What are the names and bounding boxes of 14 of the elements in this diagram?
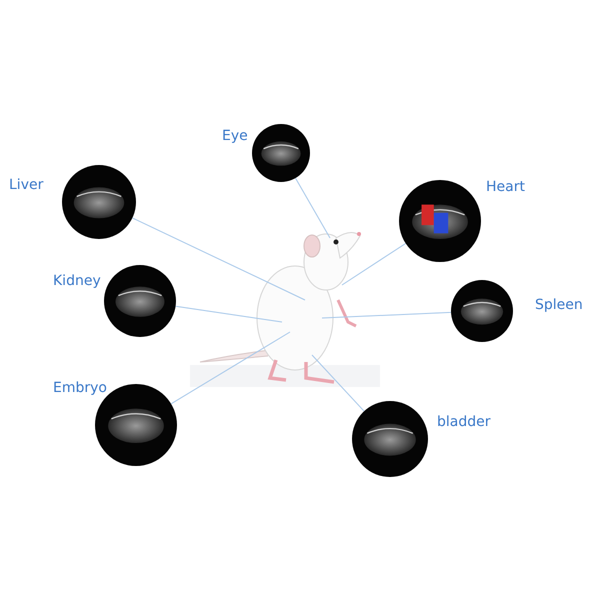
organ-label: Kidney: [53, 273, 101, 289]
leader-line: [342, 242, 406, 286]
organ-label: Liver: [9, 177, 44, 193]
leader-line: [132, 217, 306, 300]
leader-line: [312, 354, 365, 412]
organ-label: Heart: [486, 179, 525, 195]
leader-line: [322, 312, 452, 318]
leader-line: [170, 332, 290, 404]
organ-label: Eye: [222, 128, 248, 144]
organ-label: Spleen: [535, 297, 583, 313]
organ-label: Embryo: [53, 380, 107, 396]
leader-line: [295, 178, 330, 238]
organ-label: bladder: [437, 414, 490, 430]
leader-line: [175, 306, 282, 322]
